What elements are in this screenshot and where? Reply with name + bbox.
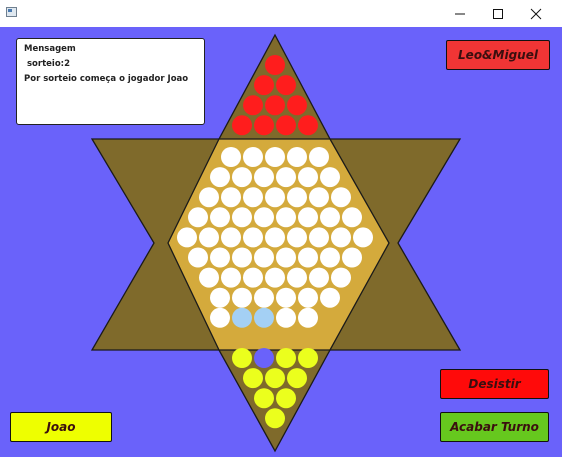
empty-hole[interactable] bbox=[254, 287, 274, 308]
app-icon bbox=[6, 7, 17, 17]
yellow-piece[interactable] bbox=[287, 368, 307, 389]
empty-hole[interactable] bbox=[188, 247, 208, 268]
empty-hole[interactable] bbox=[210, 207, 230, 228]
red-piece[interactable] bbox=[232, 115, 252, 136]
empty-hole[interactable] bbox=[265, 187, 285, 208]
empty-hole[interactable] bbox=[243, 227, 263, 248]
empty-hole[interactable] bbox=[276, 287, 296, 308]
empty-hole[interactable] bbox=[320, 167, 340, 188]
empty-hole[interactable] bbox=[287, 267, 307, 288]
maximize-button[interactable] bbox=[479, 0, 517, 27]
empty-hole[interactable] bbox=[287, 227, 307, 248]
highlighted-hole[interactable] bbox=[254, 307, 274, 328]
empty-hole[interactable] bbox=[298, 247, 318, 268]
empty-hole[interactable] bbox=[254, 167, 274, 188]
empty-hole[interactable] bbox=[287, 187, 307, 208]
red-piece[interactable] bbox=[276, 115, 296, 136]
title-bar bbox=[0, 0, 562, 27]
yellow-piece[interactable] bbox=[265, 368, 285, 389]
empty-hole[interactable] bbox=[210, 287, 230, 308]
minimize-button[interactable] bbox=[441, 0, 479, 27]
empty-hole[interactable] bbox=[342, 247, 362, 268]
red-piece[interactable] bbox=[276, 75, 296, 96]
empty-hole[interactable] bbox=[221, 147, 241, 167]
empty-hole[interactable] bbox=[265, 147, 285, 167]
empty-hole[interactable] bbox=[287, 147, 307, 167]
red-piece[interactable] bbox=[254, 75, 274, 96]
message-draw-result: sorteio:2 bbox=[27, 59, 70, 69]
empty-hole[interactable] bbox=[276, 247, 296, 268]
empty-hole[interactable] bbox=[221, 267, 241, 288]
empty-hole[interactable] bbox=[199, 267, 219, 288]
empty-hole[interactable] bbox=[298, 167, 318, 188]
message-start-player: Por sorteio começa o jogador Joao bbox=[24, 74, 189, 84]
yellow-piece[interactable] bbox=[276, 388, 296, 409]
empty-hole[interactable] bbox=[265, 267, 285, 288]
empty-hole[interactable] bbox=[199, 227, 219, 248]
empty-hole[interactable] bbox=[331, 227, 351, 248]
red-piece[interactable] bbox=[243, 95, 263, 116]
credits-button[interactable]: Leo&Miguel bbox=[446, 40, 550, 70]
empty-hole[interactable] bbox=[243, 267, 263, 288]
message-box: Mensagem sorteio:2 Por sorteio começa o … bbox=[16, 38, 205, 125]
empty-hole[interactable] bbox=[221, 227, 241, 248]
empty-hole[interactable] bbox=[243, 187, 263, 208]
empty-hole[interactable] bbox=[254, 348, 274, 368]
empty-hole[interactable] bbox=[309, 227, 329, 248]
minimize-icon bbox=[455, 13, 465, 15]
end-turn-button[interactable]: Acabar Turno bbox=[440, 412, 549, 442]
empty-hole[interactable] bbox=[210, 167, 230, 188]
red-piece[interactable] bbox=[265, 55, 285, 75]
empty-hole[interactable] bbox=[309, 187, 329, 208]
empty-hole[interactable] bbox=[276, 307, 296, 328]
empty-hole[interactable] bbox=[243, 147, 263, 167]
empty-hole[interactable] bbox=[309, 147, 329, 167]
player-name-button[interactable]: Joao bbox=[10, 412, 112, 442]
empty-hole[interactable] bbox=[353, 227, 373, 248]
empty-hole[interactable] bbox=[309, 267, 329, 288]
empty-hole[interactable] bbox=[298, 307, 318, 328]
empty-hole[interactable] bbox=[254, 207, 274, 228]
board-holes bbox=[177, 55, 373, 429]
empty-hole[interactable] bbox=[188, 207, 208, 228]
empty-hole[interactable] bbox=[254, 247, 274, 268]
empty-hole[interactable] bbox=[298, 207, 318, 228]
empty-hole[interactable] bbox=[210, 307, 230, 328]
red-piece[interactable] bbox=[298, 115, 318, 136]
empty-hole[interactable] bbox=[221, 187, 241, 208]
message-title: Mensagem bbox=[24, 44, 76, 54]
close-icon bbox=[530, 8, 542, 20]
empty-hole[interactable] bbox=[177, 227, 197, 248]
yellow-piece[interactable] bbox=[254, 388, 274, 409]
empty-hole[interactable] bbox=[232, 207, 252, 228]
empty-hole[interactable] bbox=[276, 207, 296, 228]
empty-hole[interactable] bbox=[276, 167, 296, 188]
red-piece[interactable] bbox=[265, 95, 285, 116]
yellow-piece[interactable] bbox=[232, 348, 252, 368]
empty-hole[interactable] bbox=[298, 287, 318, 308]
empty-hole[interactable] bbox=[210, 247, 230, 268]
empty-hole[interactable] bbox=[331, 267, 351, 288]
empty-hole[interactable] bbox=[232, 167, 252, 188]
close-button[interactable] bbox=[517, 0, 555, 27]
red-piece[interactable] bbox=[254, 115, 274, 136]
empty-hole[interactable] bbox=[320, 287, 340, 308]
empty-hole[interactable] bbox=[199, 187, 219, 208]
empty-hole[interactable] bbox=[331, 187, 351, 208]
empty-hole[interactable] bbox=[232, 247, 252, 268]
empty-hole[interactable] bbox=[320, 247, 340, 268]
red-piece[interactable] bbox=[287, 95, 307, 116]
yellow-piece[interactable] bbox=[265, 408, 285, 429]
maximize-icon bbox=[493, 9, 503, 19]
yellow-piece[interactable] bbox=[276, 348, 296, 368]
empty-hole[interactable] bbox=[232, 287, 252, 308]
empty-hole[interactable] bbox=[265, 227, 285, 248]
yellow-piece[interactable] bbox=[298, 348, 318, 368]
yellow-piece[interactable] bbox=[243, 368, 263, 389]
empty-hole[interactable] bbox=[320, 207, 340, 228]
highlighted-hole[interactable] bbox=[232, 307, 252, 328]
empty-hole[interactable] bbox=[342, 207, 362, 228]
give-up-button[interactable]: Desistir bbox=[440, 369, 549, 399]
